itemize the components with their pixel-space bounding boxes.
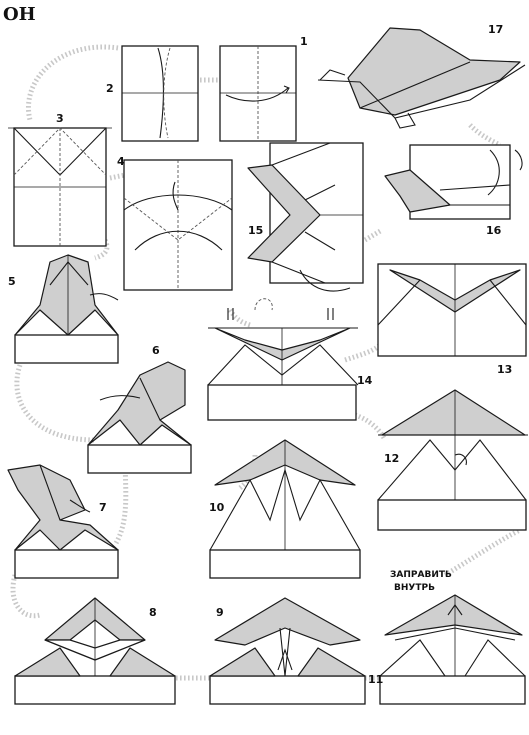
step-7-label: 7 [99, 501, 107, 514]
step-13-label: 13 [497, 363, 512, 376]
step-4-diagram [124, 160, 232, 290]
step-5-diagram [15, 255, 118, 363]
step-2-diagram [122, 46, 198, 141]
step-8-label: 8 [149, 606, 157, 619]
step-1-label: 1 [300, 35, 308, 48]
step-9-label: 9 [216, 606, 224, 619]
step-3-label: 3 [56, 112, 64, 125]
step-12-diagram [378, 390, 528, 530]
step-13-diagram [378, 264, 526, 356]
step-17-label: 17 [488, 23, 503, 36]
step-6-label: 6 [152, 344, 160, 357]
step-14-label: 14 [357, 374, 373, 387]
step-14-diagram [208, 299, 358, 420]
step-5-label: 5 [8, 275, 16, 288]
step-17-plane [318, 28, 525, 128]
step-12-label: 12 [384, 452, 399, 465]
step-11-label: 11 [368, 673, 383, 686]
page-title: ОН [3, 4, 36, 25]
step-2-label: 2 [106, 82, 114, 95]
step-1-diagram [220, 46, 296, 141]
step-11-diagram [380, 595, 525, 704]
step-16-label: 16 [486, 224, 502, 237]
step-16-diagram [385, 145, 522, 219]
step-10-label: 10 [209, 501, 225, 514]
step-9-diagram [210, 598, 365, 704]
step-15-label: 15 [248, 224, 263, 237]
step-7-diagram [8, 465, 118, 578]
step-4-label: 4 [117, 155, 125, 168]
step-10-diagram [210, 440, 360, 578]
step-6-diagram [88, 362, 191, 473]
step-15-diagram [248, 143, 363, 291]
note-tuck-inside-line2: ВНУТРЬ [394, 583, 435, 593]
note-tuck-inside-line1: ЗАПРАВИТЬ [390, 570, 452, 580]
step-3-diagram [8, 128, 112, 246]
